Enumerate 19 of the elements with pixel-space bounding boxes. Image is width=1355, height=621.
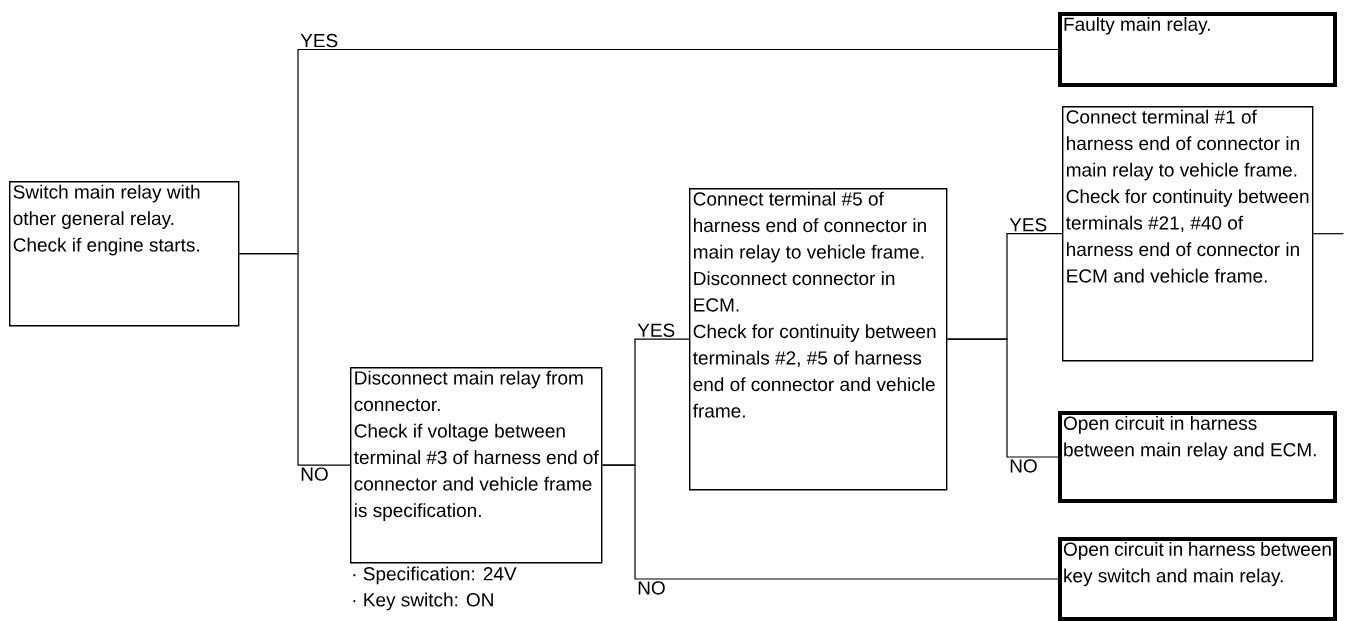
result-box: Faulty main relay. — [1058, 12, 1337, 87]
edge-label: YES — [637, 323, 675, 337]
connector-line — [946, 338, 1059, 458]
connector-line — [1312, 233, 1344, 235]
connector-line — [238, 253, 351, 466]
note-text: · Key switch: ON — [353, 592, 493, 611]
edge-label: NO — [1010, 459, 1037, 473]
result-box: Open circuit in harness between main relay and ECM. — [1058, 411, 1337, 503]
result-box: Open circuit in harness between key switch and main relay. — [1058, 537, 1337, 621]
edge-label: YES — [1009, 218, 1047, 232]
check-step-box: Connect terminal #1 of harness end of connector in main relay to vehicle frame. Check for continuity between terminals #21, #40 of harness end of connector in ECM and vehicle frame. — [1062, 106, 1314, 362]
check-step-box: Switch main relay with other general relay. Check if engine starts. — [9, 181, 240, 327]
connector-line — [601, 464, 1059, 580]
check-step-box: Connect terminal #5 of harness end of connector in main relay to vehicle frame. Disconnect connector in ECM. Check for continuity between terminals #2, #5 of harness end of connector and vehicle frame. — [689, 188, 948, 491]
edge-label: YES — [300, 33, 338, 48]
edge-label: NO — [638, 581, 665, 595]
edge-label: NO — [301, 467, 328, 481]
check-step-box: Disconnect main relay from connector. Check if voltage between terminal #3 of harness end of connector and vehicle frame is specification. — [350, 367, 603, 564]
note-text: · Specification: 24V — [353, 566, 517, 585]
